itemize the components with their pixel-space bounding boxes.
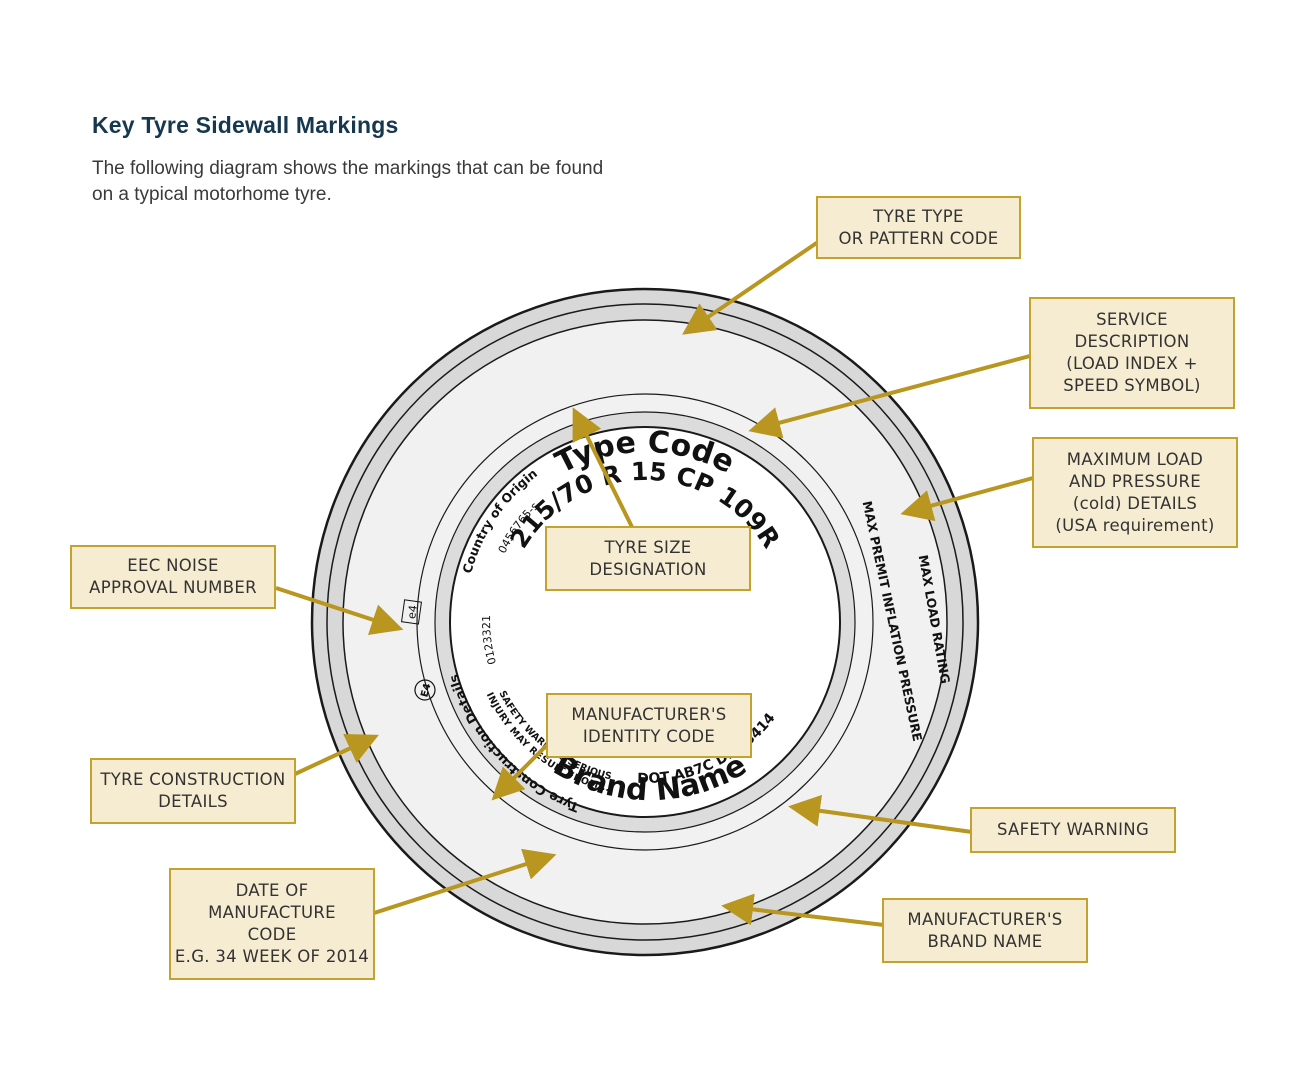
arrow-safety (788, 794, 973, 834)
label-safety-warning: SAFETY WARNING (970, 807, 1176, 853)
e4-box-text: e4 (405, 604, 420, 619)
arrow-tyre-size (572, 407, 634, 528)
label-tyre-size: TYRE SIZE DESIGNATION (545, 526, 751, 591)
label-eec-noise: EEC NOISE APPROVAL NUMBER (70, 545, 276, 609)
e4-circle-mark: E4 (414, 679, 436, 701)
arrow-brand (721, 893, 885, 927)
arrow-construction (294, 733, 379, 776)
label-manufacturer-identity: MANUFACTURER'S IDENTITY CODE (546, 693, 752, 758)
arrow-max-load (900, 476, 1034, 522)
intro-text: The following diagram shows the markings… (92, 156, 652, 208)
label-max-load: MAXIMUM LOAD AND PRESSURE (cold) DETAILS… (1032, 437, 1238, 548)
label-service-description: SERVICE DESCRIPTION (LOAD INDEX + SPEED … (1029, 297, 1235, 409)
e4-circle-text: E4 (419, 682, 433, 698)
arrow-identity (491, 742, 550, 801)
label-date-code: DATE OF MANUFACTURE CODE E.G. 34 WEEK OF… (169, 868, 375, 980)
arrow-tyre-type (682, 240, 820, 335)
label-brand-name: MANUFACTURER'S BRAND NAME (882, 898, 1088, 963)
tyre-rings (310, 287, 980, 957)
arrows (275, 240, 1034, 927)
label-tyre-type: TYRE TYPE OR PATTERN CODE (816, 196, 1021, 259)
intro-line-1: The following diagram shows the markings… (92, 158, 604, 179)
label-construction: TYRE CONSTRUCTION DETAILS (90, 758, 296, 824)
arrow-eec-noise (275, 586, 404, 635)
arrow-service (748, 354, 1031, 439)
page-title: Key Tyre Sidewall Markings (92, 112, 399, 138)
arrow-date (373, 848, 557, 915)
intro-line-2: on a typical motorhome tyre. (92, 184, 332, 205)
